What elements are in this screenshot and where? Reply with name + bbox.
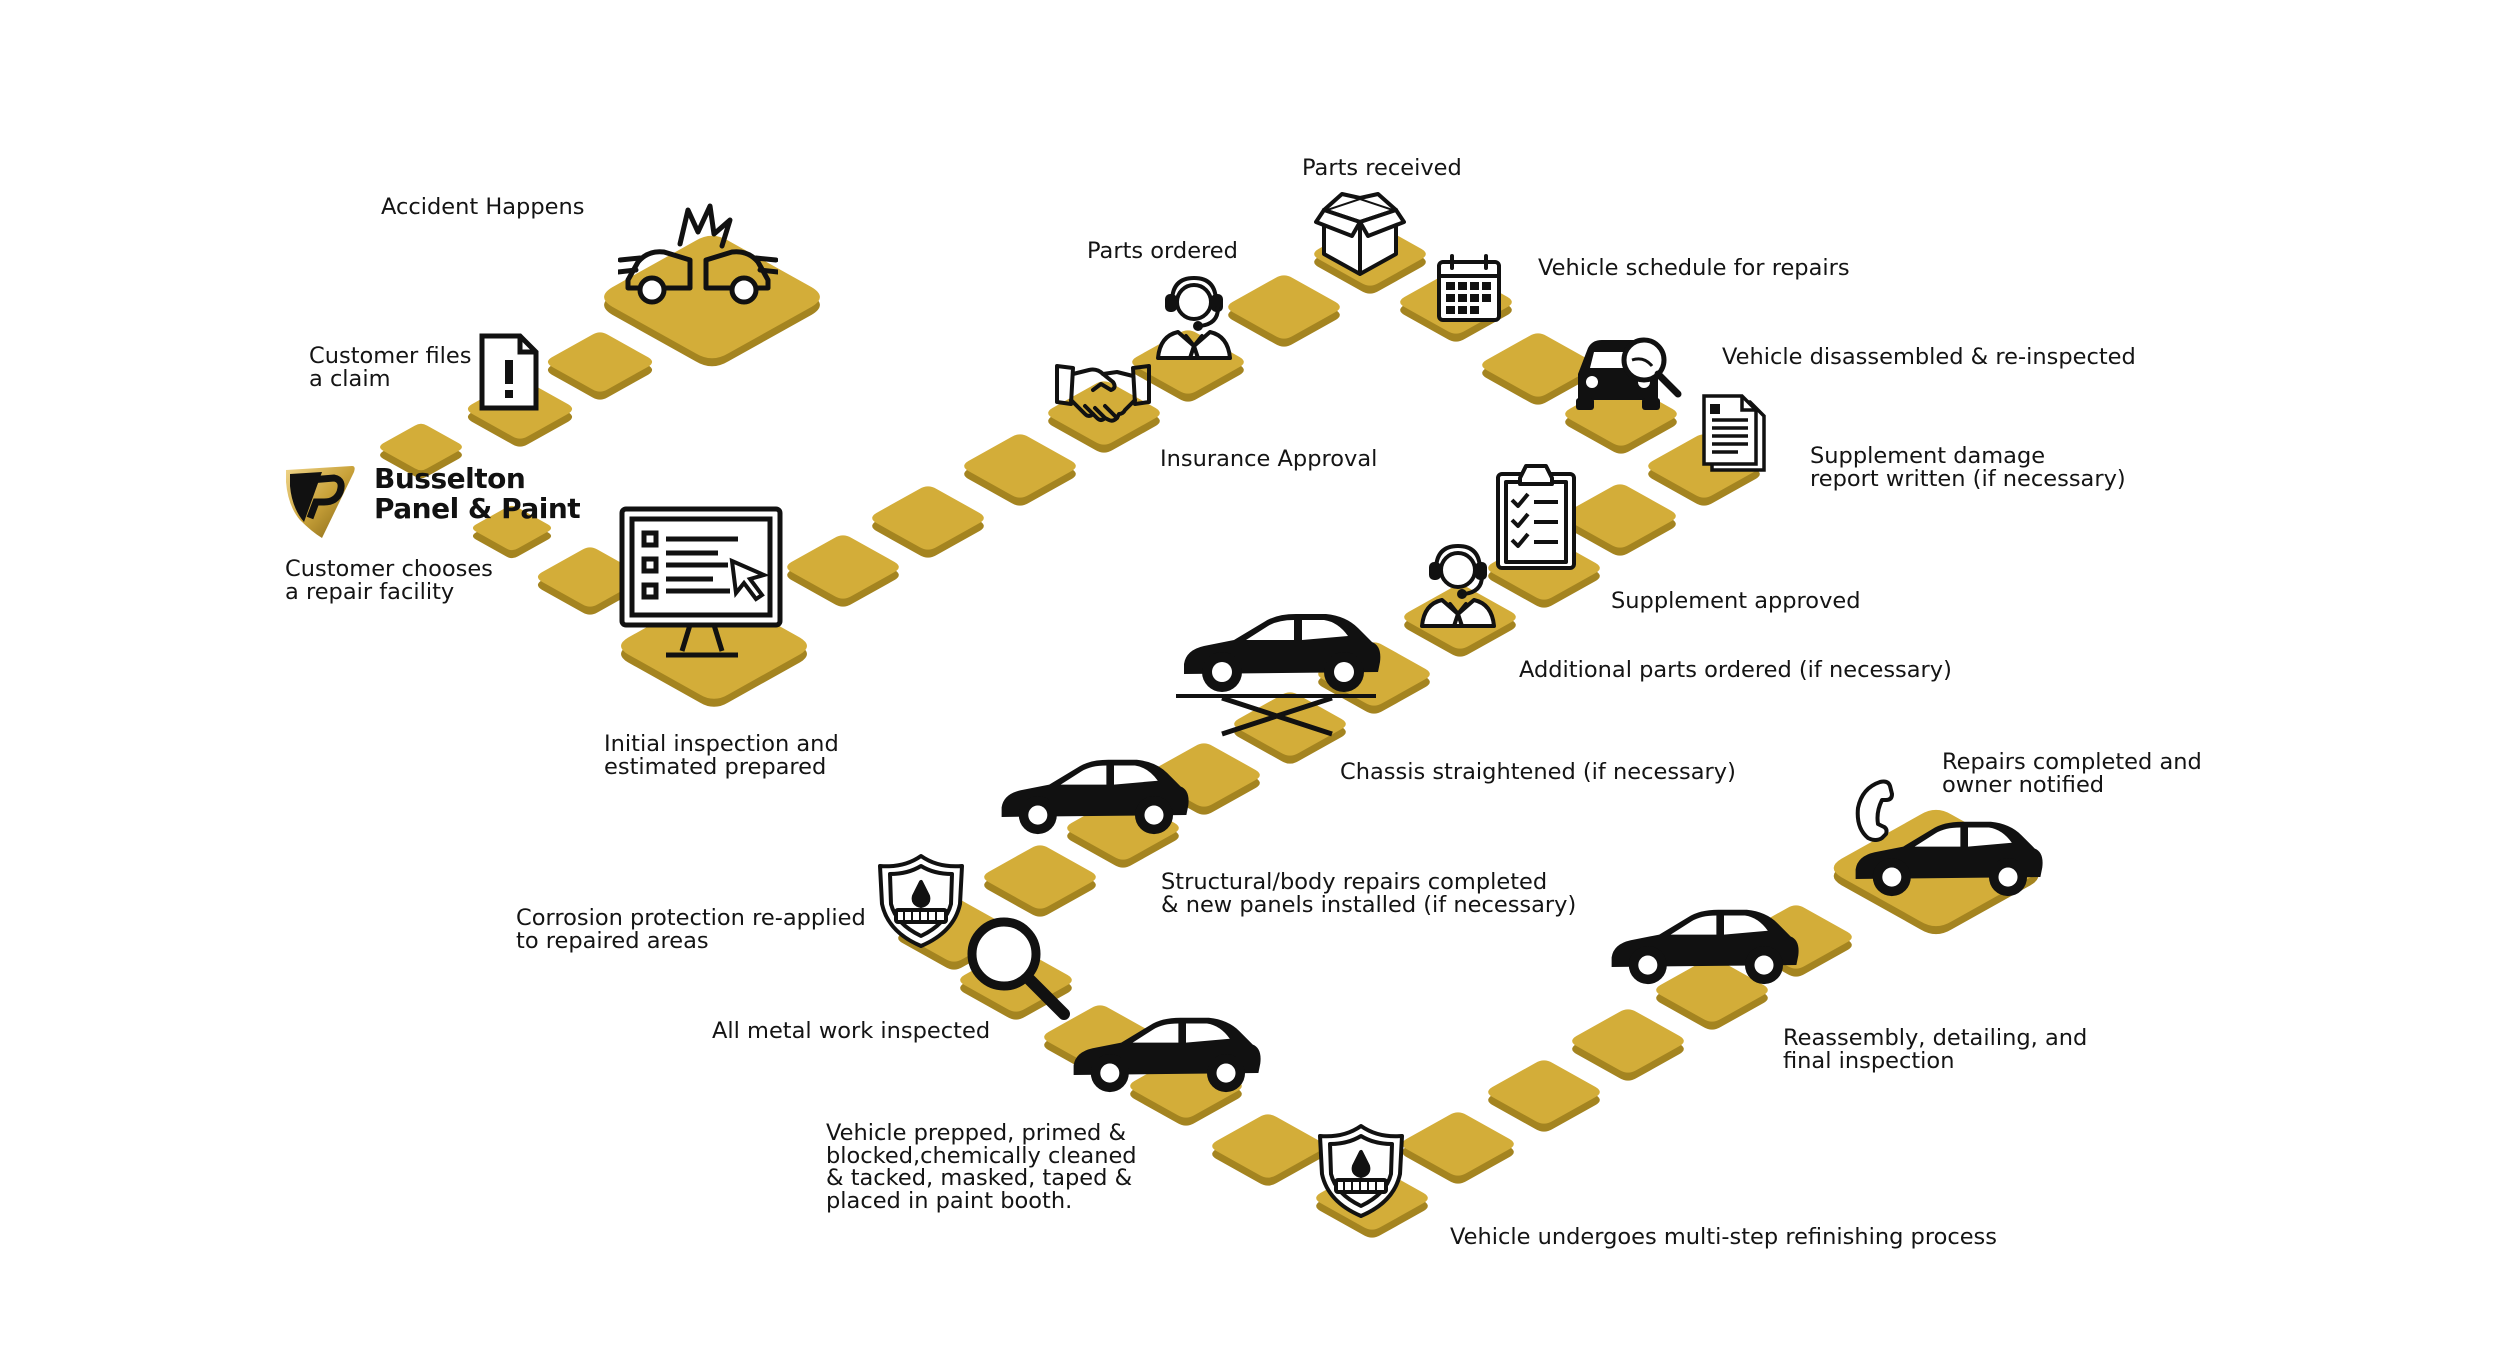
path-tile xyxy=(547,332,653,392)
logo-line2: Panel & Paint xyxy=(374,492,581,525)
label-structural: Structural/body repairs completed & new … xyxy=(1161,869,1577,918)
car-icon-3 xyxy=(1611,909,1799,985)
path-tile xyxy=(1488,1060,1600,1124)
phone-icon xyxy=(1855,779,1894,842)
path-tile xyxy=(472,505,552,551)
shield-icon xyxy=(878,854,964,948)
calendar-icon xyxy=(1437,254,1501,322)
path-tile xyxy=(380,423,462,471)
label-completed: Repairs completed and owner notified xyxy=(1942,749,2202,798)
label-facility: Customer chooses a repair facility xyxy=(285,556,493,605)
car-lift-icon xyxy=(1176,614,1381,737)
path-tile xyxy=(604,235,820,359)
computer-monitor-icon xyxy=(619,506,783,658)
label-approval: Insurance Approval xyxy=(1160,446,1378,472)
busselton-logo: Busselton Panel & Paint xyxy=(282,458,582,548)
path-tile xyxy=(1572,1009,1684,1073)
car-inspect-icon xyxy=(1576,337,1682,410)
car-icon-2 xyxy=(1073,1017,1261,1093)
label-claim: Customer files a claim xyxy=(309,343,472,392)
path-tile xyxy=(1656,958,1768,1022)
clipboard-checklist-icon xyxy=(1496,464,1576,570)
label-supplement-report: Supplement damage report written (if nec… xyxy=(1810,443,2126,492)
path-tile xyxy=(787,535,899,599)
logo-line1: Busselton xyxy=(374,462,526,495)
label-ordered: Parts ordered xyxy=(1087,238,1238,264)
car-icon-4 xyxy=(1855,821,2043,897)
label-reassembly: Reassembly, detailing, and final inspect… xyxy=(1783,1025,2088,1074)
path-tile xyxy=(1234,692,1346,756)
path-tile xyxy=(1212,1114,1324,1178)
label-corrosion: Corrosion protection re-applied to repai… xyxy=(516,905,866,954)
label-chassis: Chassis straightened (if necessary) xyxy=(1340,759,1736,785)
label-estimate: Initial inspection and estimated prepare… xyxy=(604,731,839,780)
label-disassembled: Vehicle disassembled & re-inspected xyxy=(1722,344,2136,370)
path-tile xyxy=(537,547,643,607)
magnifier-icon xyxy=(967,917,1070,1020)
path-tile xyxy=(964,434,1076,498)
label-prepped: Vehicle prepped, primed & blocked,chemic… xyxy=(826,1120,1137,1214)
label-refinish: Vehicle undergoes multi-step refinishing… xyxy=(1450,1224,1997,1250)
path-tile xyxy=(1564,484,1676,548)
path-tile xyxy=(1482,333,1594,397)
path-tile xyxy=(984,845,1096,909)
label-schedule: Vehicle schedule for repairs xyxy=(1538,255,1850,281)
label-supplement-approved: Supplement approved xyxy=(1611,588,1861,614)
logo-shield-icon xyxy=(286,466,355,538)
path-tile xyxy=(1048,381,1160,445)
label-received: Parts received xyxy=(1302,155,1462,181)
label-metalwork: All metal work inspected xyxy=(712,1018,991,1044)
handshake-icon xyxy=(1055,364,1151,423)
open-box-icon xyxy=(1314,192,1406,276)
car-crash-icon xyxy=(618,203,778,305)
car-icon xyxy=(1001,759,1189,835)
path-tile xyxy=(1228,275,1340,339)
label-accident: Accident Happens xyxy=(381,194,585,220)
claim-document-icon xyxy=(479,333,539,411)
path-tile xyxy=(1402,1112,1514,1176)
label-additional-parts: Additional parts ordered (if necessary) xyxy=(1519,657,1952,683)
shield-icon-2 xyxy=(1318,1124,1404,1218)
support-agent-icon xyxy=(1156,276,1232,360)
report-document-icon xyxy=(1702,394,1766,472)
path-tile xyxy=(872,486,984,550)
support-agent-icon-2 xyxy=(1420,544,1496,628)
